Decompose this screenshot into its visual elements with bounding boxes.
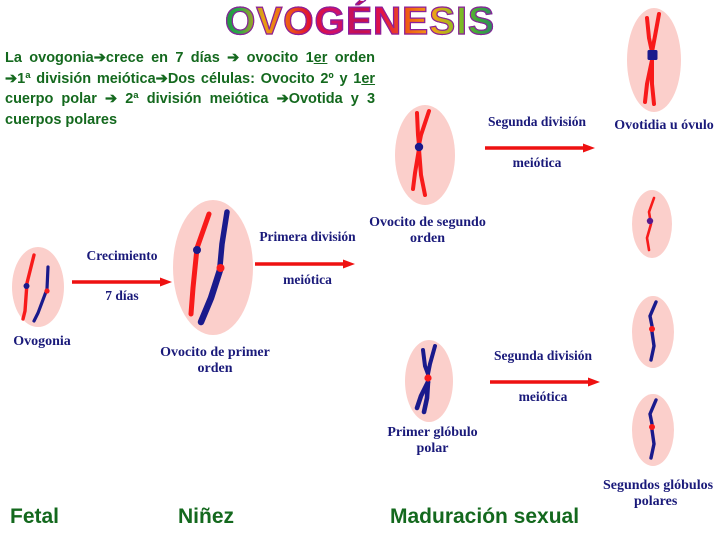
- arrow-crecimiento-top-label: Crecimiento: [86, 248, 158, 263]
- ovocito-segundo-chromosomes: [411, 109, 431, 197]
- cell-segundo-globulo-polar-2: [632, 394, 674, 466]
- cell-primer-globulo-polar-label: Primer glóbulo polar: [375, 425, 490, 457]
- intro-line3-a: Ovocito 2º y 1: [260, 70, 362, 87]
- intro-line2-b: 1ª división meiótica: [17, 70, 156, 87]
- intro-line3-b: cuerpo polar: [5, 91, 105, 107]
- arrow-glyph-4: ➔: [155, 70, 168, 87]
- intro-paragraph: La ovogonia➔crece en 7 días ➔ ovocito 1e…: [5, 48, 375, 130]
- stage-label-maduracion-sexual: Maduración sexual: [390, 505, 580, 528]
- arrow-primera-division-top-label: Primera división: [259, 229, 356, 244]
- ovocito-primer-chromosomes: [188, 209, 230, 326]
- intro-line1-sup: er: [313, 50, 328, 66]
- cell-primer-globulo-polar: [405, 340, 453, 422]
- arrow-segunda-division-inf-top-label: Segunda división: [494, 348, 592, 363]
- ovogonia-chromosomes: [21, 253, 50, 323]
- stage-label-fetal: Fetal: [10, 505, 60, 528]
- intro-line2-a: orden: [334, 50, 376, 66]
- cell-ovogonia: [12, 247, 64, 327]
- ovocito-primer-label-line1: Ovocito de primer: [160, 345, 270, 360]
- intro-line1-c: ovocito 1: [239, 50, 314, 66]
- arrow-segunda-division-sup-top-label: Segunda división: [488, 114, 586, 129]
- ovotidia-chromosomes: [643, 12, 661, 106]
- arrow-segunda-division-inf-bottom-label: meiótica: [518, 389, 568, 404]
- segundo-globulo-superior-chromosome: [645, 196, 656, 252]
- slide-title-text: OVOGÉNESIS: [150, 0, 570, 43]
- arrow-crecimiento-bottom-label: 7 días: [105, 288, 139, 303]
- segundos-globulos-label-line1: Segundos glóbulos: [602, 478, 714, 493]
- ovocito-segundo-label-line1: Ovocito de segundo: [369, 215, 486, 230]
- intro-line2-c: Dos células:: [167, 70, 255, 87]
- cell-segundo-globulo-polar-superior: [632, 190, 672, 258]
- primer-globulo-chromosomes: [414, 344, 437, 415]
- cell-ovocito-primer-orden-label: Ovocito de primer orden: [140, 345, 290, 377]
- primer-globulo-label-line2: polar: [416, 441, 449, 456]
- cell-segundos-globulos-polares-label: Segundos glóbulos polares: [596, 478, 720, 510]
- arrow-glyph-5: ➔: [104, 91, 118, 107]
- cell-ovocito-primer-orden: [173, 200, 253, 335]
- arrow-glyph-3: ➔: [5, 70, 18, 87]
- segundos-globulos-label-line2: polares: [634, 494, 678, 509]
- arrow-glyph-6: ➔: [276, 91, 289, 107]
- cell-ovotidia-label: Ovotidia u óvulo: [614, 118, 714, 133]
- segundo-globulo-2-chromosome: [648, 398, 658, 460]
- ovocito-primer-label-line2: orden: [197, 361, 233, 376]
- cell-ovocito-segundo-orden-label: Ovocito de segundo orden: [355, 215, 500, 247]
- primer-globulo-label-line1: Primer glóbulo: [387, 425, 478, 440]
- arrow-primera-division-bottom-label: meiótica: [283, 272, 332, 287]
- intro-line4-a: meiótica: [209, 91, 277, 107]
- intro-line3-c: 2ª división: [117, 91, 202, 107]
- arrow-glyph-1: ➔: [93, 50, 106, 66]
- intro-line1-a: La ovogonia: [5, 50, 94, 66]
- arrow-segunda-division-sup-bottom-label: meiótica: [512, 155, 562, 170]
- stage-label-ninez: Niñez: [178, 505, 235, 528]
- ovocito-segundo-label-line2: orden: [410, 231, 445, 246]
- cell-ovotidia: [627, 8, 681, 112]
- segundo-globulo-1-chromosome: [648, 300, 658, 362]
- cell-segundo-globulo-polar-1: [632, 296, 674, 368]
- intro-line3-sup: er: [361, 70, 376, 87]
- slide-title: OVOGÉNESIS: [150, 0, 570, 43]
- cell-ovocito-segundo-orden: [395, 105, 455, 205]
- cell-ovogonia-label: Ovogonia: [13, 334, 71, 349]
- intro-line1-b: crece en 7 días: [105, 50, 228, 66]
- intro-line4-b: Ovotida y 3 cuerpos polares: [5, 91, 376, 128]
- arrow-glyph-2: ➔: [227, 50, 240, 66]
